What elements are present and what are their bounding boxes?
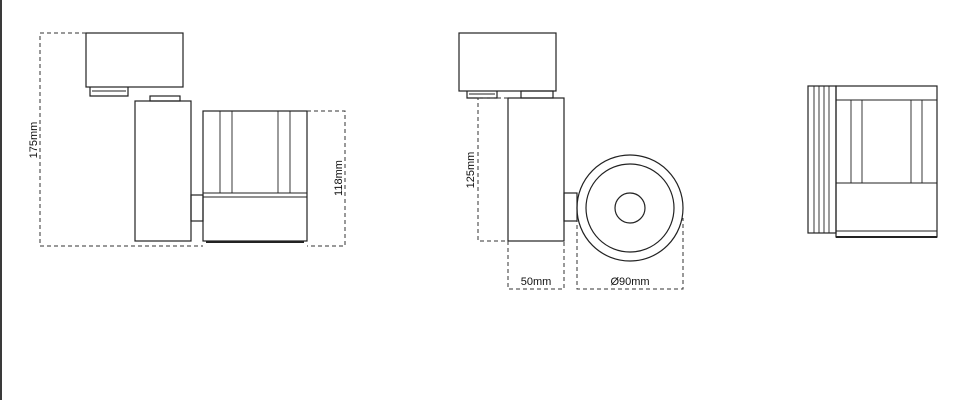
- side-view-joint: [190, 194, 204, 222]
- side-view: 175mm 118mm: [28, 32, 346, 247]
- front-view-body: [507, 97, 565, 242]
- dim-line-50: [507, 241, 565, 290]
- dim-label-50: 50mm: [521, 276, 552, 288]
- dim-line-118: [307, 110, 346, 247]
- page-left-border: [0, 0, 2, 400]
- rear-view: [807, 85, 938, 238]
- front-view-joint: [563, 192, 578, 222]
- front-view-adapter-step: [466, 91, 498, 99]
- dim-line-90: [576, 218, 684, 290]
- front-view-track-adapter: [458, 32, 557, 92]
- side-view-adapter-step: [89, 87, 129, 97]
- rear-view-adapter: [807, 85, 837, 234]
- front-view-lamp-lens: [614, 192, 646, 224]
- side-view-body: [134, 100, 192, 242]
- front-view: 125mm 50mm Ø90mm: [458, 32, 684, 290]
- dim-line-125: [477, 97, 508, 242]
- side-view-lamp-head: [202, 110, 308, 242]
- side-view-track-adapter: [85, 32, 184, 88]
- dim-line-175: [39, 32, 203, 247]
- side-view-neck: [149, 95, 181, 102]
- dim-label-175: 175mm: [28, 122, 40, 159]
- front-view-lamp-ring-outer: [576, 154, 684, 262]
- dim-label-125: 125mm: [465, 152, 477, 189]
- dim-label-118: 118mm: [333, 160, 345, 196]
- front-view-neck: [520, 90, 554, 99]
- front-view-lamp-ring-inner: [585, 163, 675, 253]
- dim-label-90: Ø90mm: [610, 276, 649, 288]
